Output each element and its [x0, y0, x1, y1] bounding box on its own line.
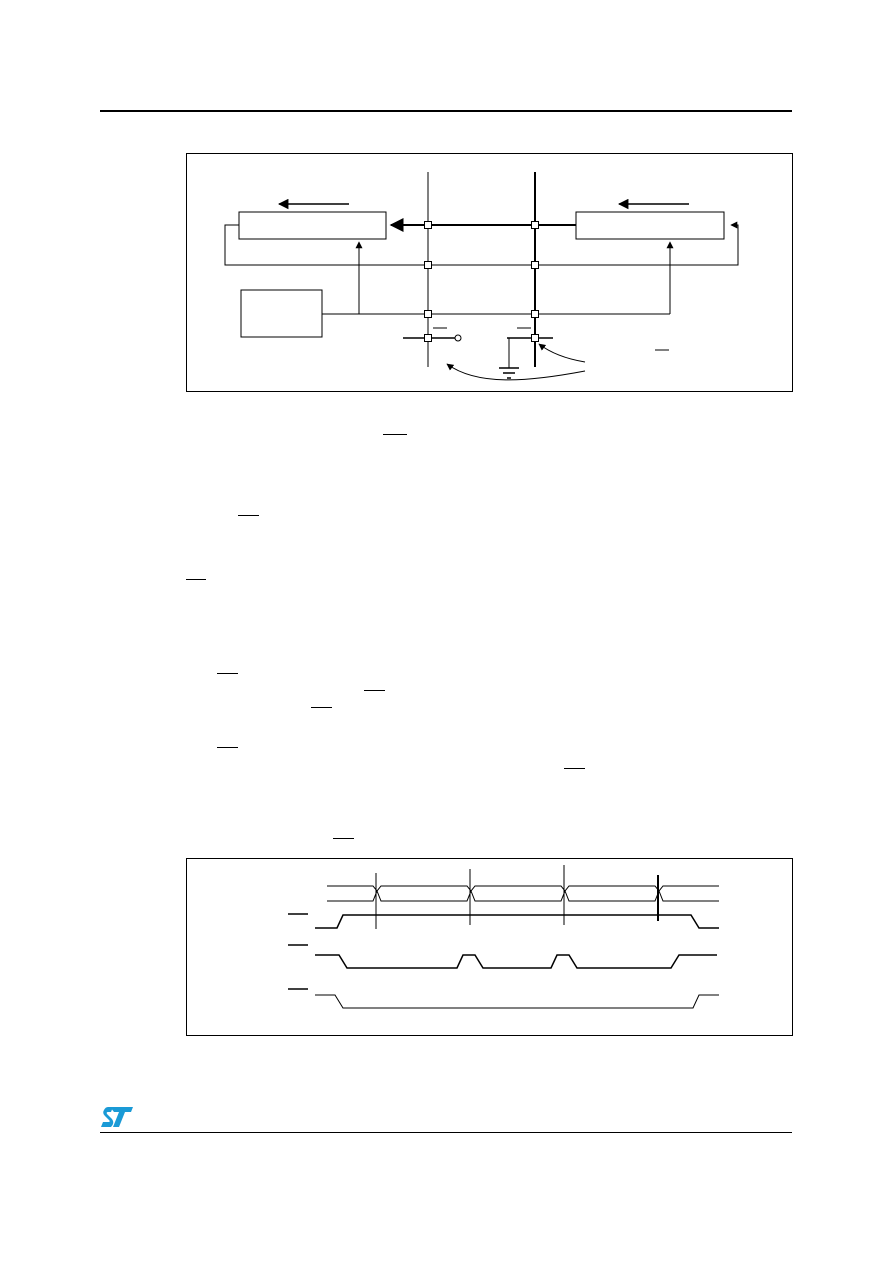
- junction-nodes: [424, 221, 539, 342]
- signal-3-trace: [315, 994, 719, 1009]
- footer-rule: [100, 1132, 792, 1133]
- left-register: [238, 211, 387, 240]
- text-overline: [217, 747, 238, 748]
- text-overline: [311, 707, 332, 708]
- shift-register-diagram-svg: [224, 172, 739, 381]
- signal-2-trace: [315, 954, 717, 969]
- curved-arrow-right: [538, 343, 586, 363]
- shift-register-diagram: [186, 153, 793, 392]
- text-overline: [333, 838, 354, 839]
- text-overline: [364, 690, 385, 691]
- control-block: [240, 289, 323, 338]
- data-bus-trace: [327, 885, 719, 902]
- text-overline: [383, 434, 407, 435]
- curved-arrow-left: [446, 363, 586, 381]
- text-overline: [238, 515, 259, 516]
- st-logo-icon: [101, 1107, 133, 1127]
- text-overline: [186, 579, 206, 580]
- header-rule: [100, 110, 792, 112]
- right-register: [575, 211, 725, 240]
- text-overline: [564, 768, 585, 769]
- text-overline: [217, 673, 238, 674]
- timing-diagram-svg: [288, 865, 719, 1009]
- clock-markers: [375, 865, 659, 929]
- pin-circle: [454, 334, 462, 342]
- signal-1-trace: [315, 914, 719, 929]
- timing-diagram: [186, 858, 793, 1036]
